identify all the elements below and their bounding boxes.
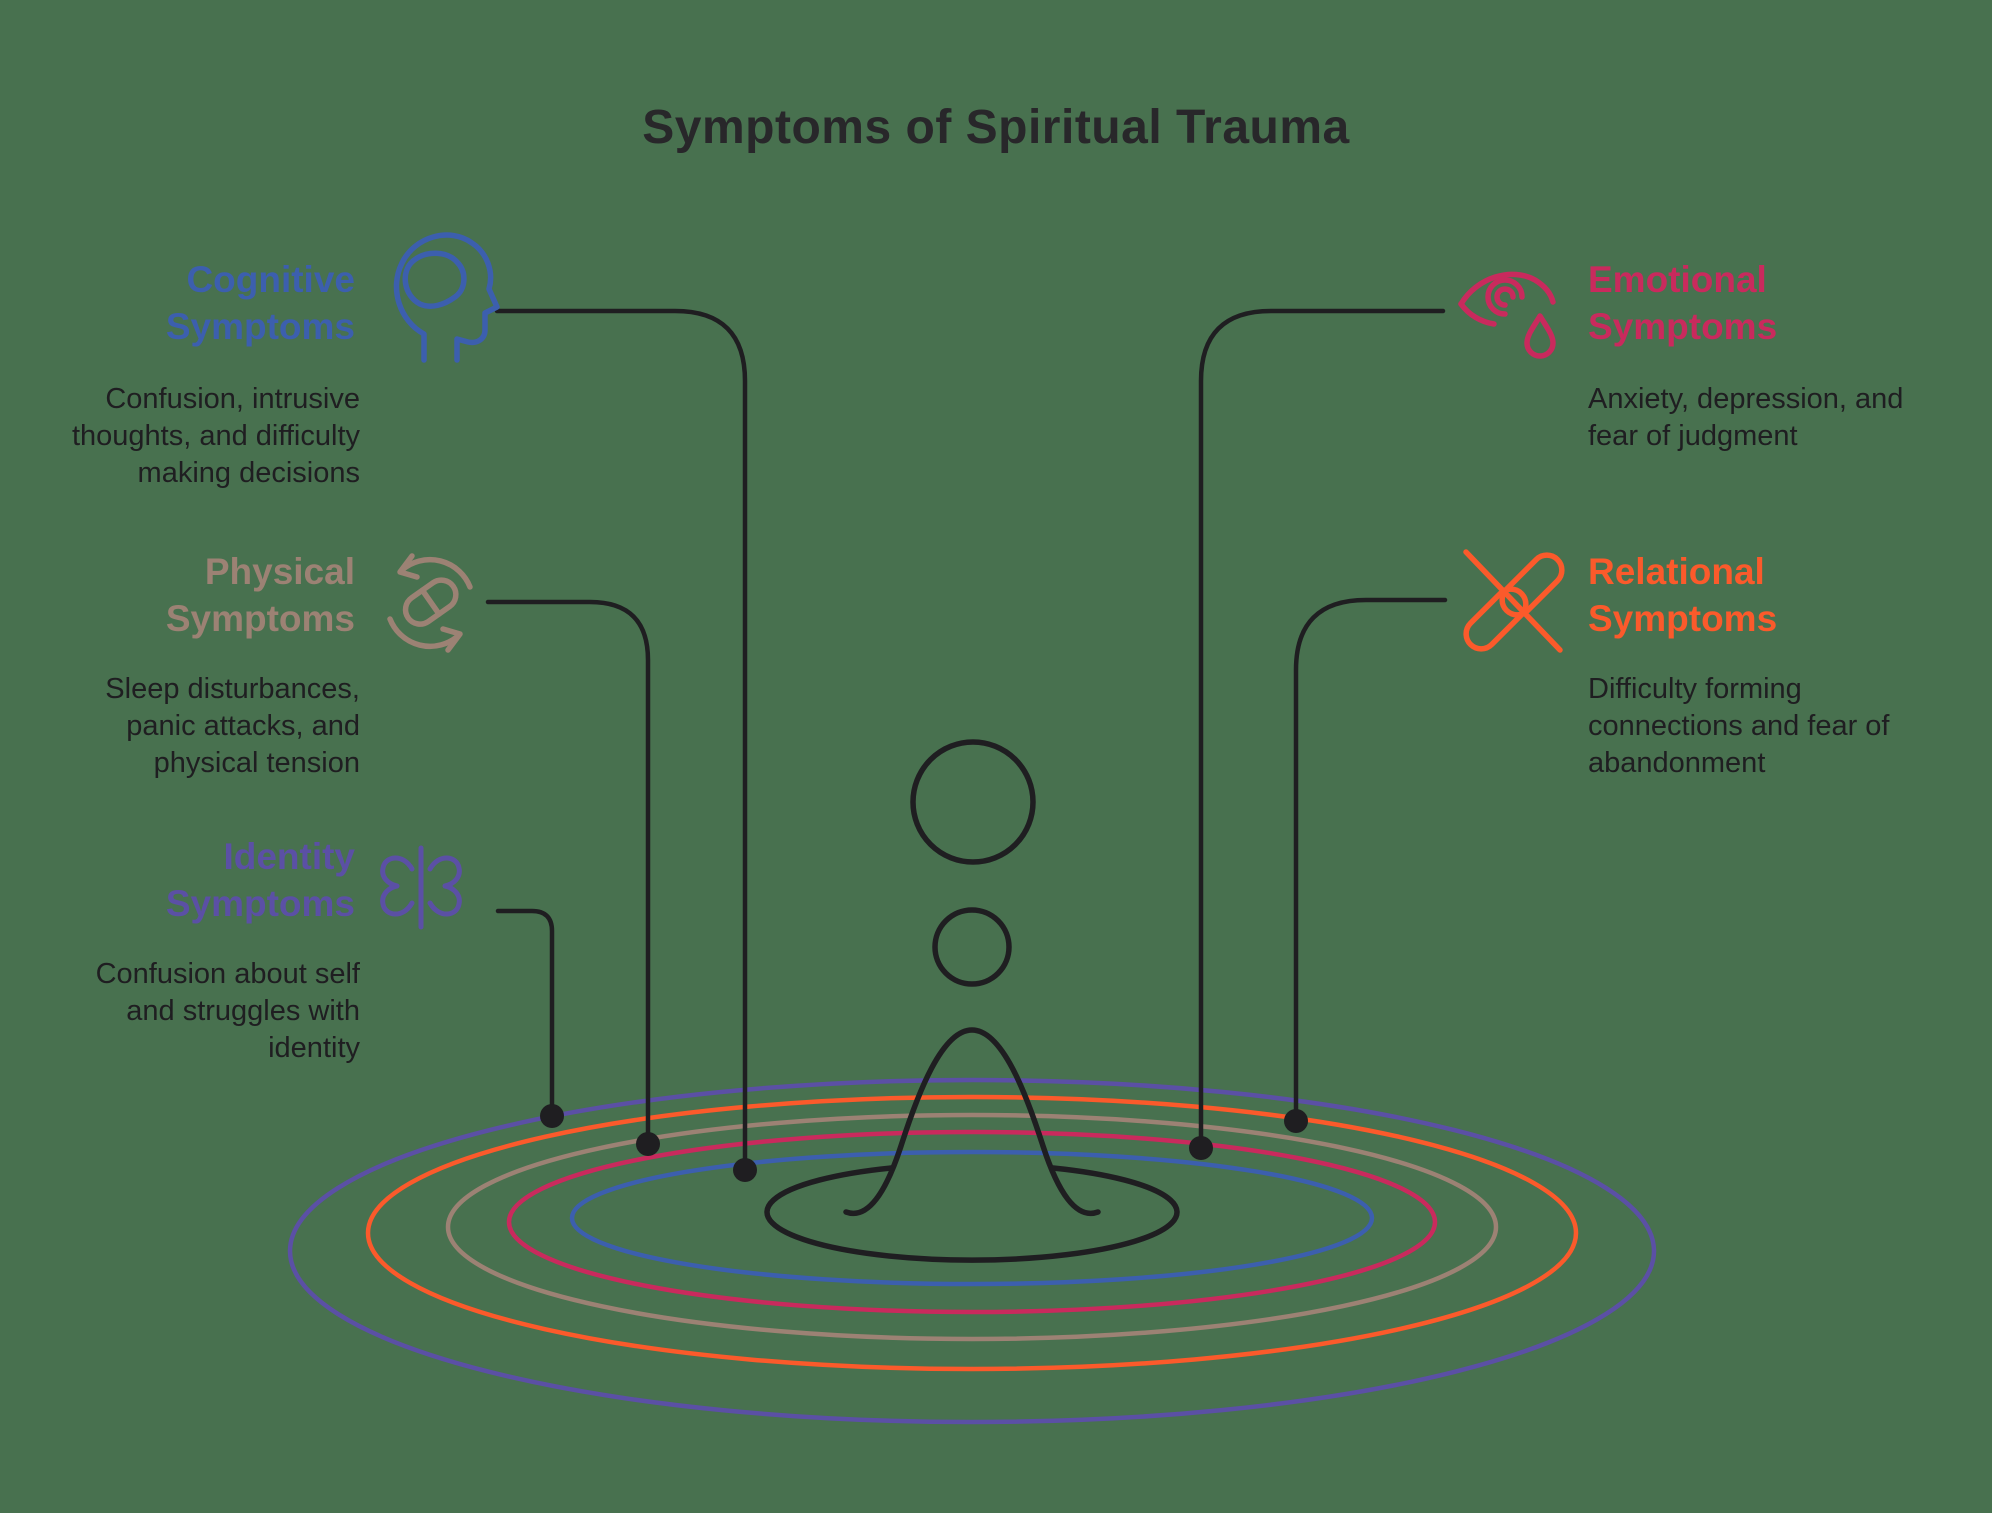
connector-lines: [485, 308, 1448, 1173]
broken-link-icon: [1463, 549, 1565, 653]
droplet-figure: [764, 739, 1180, 1263]
section-description-identity: Confusion about self and struggles with …: [95, 958, 360, 1064]
ring-identity: [287, 1077, 1657, 1425]
splash-bowl: [764, 1165, 1180, 1263]
section-description-physical: Sleep disturbances, panic attacks, and p…: [105, 673, 360, 779]
ring-emotional: [506, 1129, 1438, 1315]
section-title-cognitive: Cognitive Symptoms: [165, 259, 355, 347]
section-title-relational: Relational Symptoms: [1588, 551, 1778, 639]
ring-physical: [445, 1112, 1499, 1342]
section-title-physical: Physical Symptoms: [165, 551, 355, 639]
dot-physical: [636, 1132, 660, 1156]
connector-emotional: [1198, 308, 1446, 1151]
dot-identity: [540, 1104, 564, 1128]
splash-column: [843, 1027, 1101, 1217]
section-description-relational: Difficulty forming connections and fear …: [1588, 673, 1890, 779]
butterfly-icon: [380, 845, 462, 930]
page-title: Symptoms of Spiritual Trauma: [642, 101, 1350, 154]
rising-drop-small: [932, 907, 1012, 987]
dot-relational: [1284, 1109, 1308, 1133]
dot-cognitive: [733, 1158, 757, 1182]
section-title-identity: Identity Symptoms: [165, 836, 355, 924]
pill-cycle-icon: [387, 553, 473, 653]
rising-drop-large: [910, 739, 1036, 865]
section-description-cognitive: Confusion, intrusive thoughts, and diffi…: [71, 383, 360, 489]
section-title-emotional: Emotional Symptoms: [1588, 259, 1778, 347]
crying-eye-icon: [1458, 271, 1556, 359]
section-description-emotional: Anxiety, depression, and fear of judgmen…: [1588, 383, 1904, 452]
dot-emotional: [1189, 1136, 1213, 1160]
head-brain-icon: [393, 232, 500, 363]
connector-dots: [540, 1104, 1308, 1182]
connector-relational: [1293, 597, 1448, 1124]
connector-cognitive: [494, 308, 748, 1173]
connector-physical: [485, 599, 651, 1147]
ring-relational: [365, 1094, 1579, 1372]
connector-identity: [495, 908, 555, 1119]
ripple-rings: [287, 1077, 1657, 1425]
ring-cognitive: [569, 1149, 1375, 1287]
